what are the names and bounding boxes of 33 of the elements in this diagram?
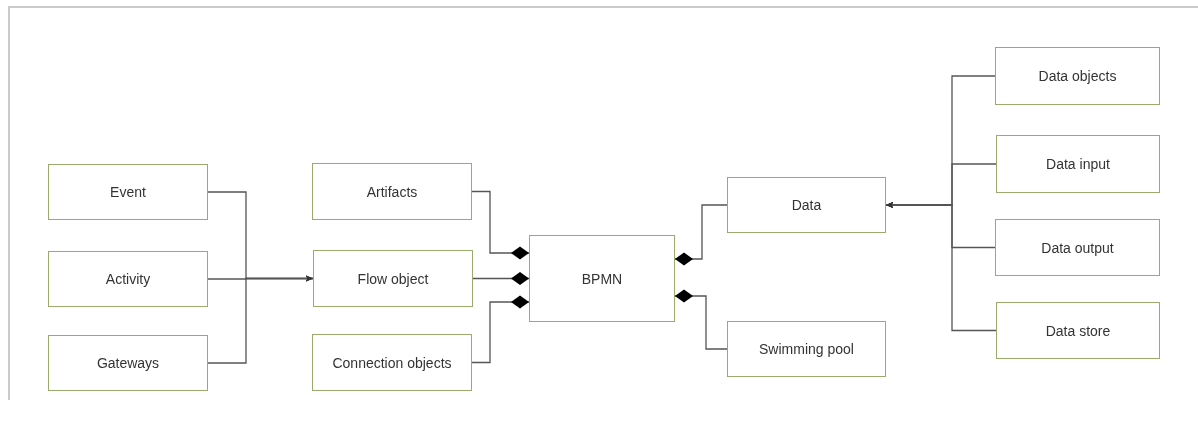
box-label: Data bbox=[791, 197, 822, 213]
box-label: Swimming pool bbox=[759, 341, 854, 357]
process-box bbox=[312, 163, 472, 220]
box-label: Event bbox=[110, 184, 146, 200]
process-box bbox=[996, 135, 1160, 193]
process-box bbox=[727, 177, 886, 233]
composition-connector bbox=[471, 295, 530, 364]
box-label: BPMN bbox=[581, 270, 623, 287]
composition-connector bbox=[674, 204, 728, 266]
box-label: Activity bbox=[105, 271, 151, 287]
box-label: Gateways bbox=[96, 355, 160, 371]
box-label: Data objects bbox=[1038, 68, 1117, 84]
composition-connector bbox=[472, 272, 530, 285]
box-label: Data output bbox=[1041, 239, 1114, 256]
box-label: Data store bbox=[1045, 322, 1111, 339]
box-label: Connection objects bbox=[332, 354, 452, 371]
process-box bbox=[995, 219, 1160, 276]
process-box bbox=[48, 164, 208, 220]
box-label: Artifacts bbox=[366, 183, 418, 200]
process-box bbox=[995, 47, 1160, 105]
box-label: Flow object bbox=[357, 270, 429, 287]
process-box bbox=[529, 235, 675, 322]
process-box bbox=[48, 335, 208, 391]
composition-connector bbox=[674, 289, 728, 350]
process-box bbox=[313, 250, 473, 307]
process-box bbox=[996, 302, 1160, 359]
process-box bbox=[48, 251, 208, 307]
arrow bbox=[885, 201, 997, 332]
box-label: Data input bbox=[1046, 156, 1110, 172]
process-box bbox=[312, 334, 472, 391]
composition-connector bbox=[471, 190, 530, 260]
arrow bbox=[207, 275, 314, 364]
process-box bbox=[727, 321, 886, 377]
